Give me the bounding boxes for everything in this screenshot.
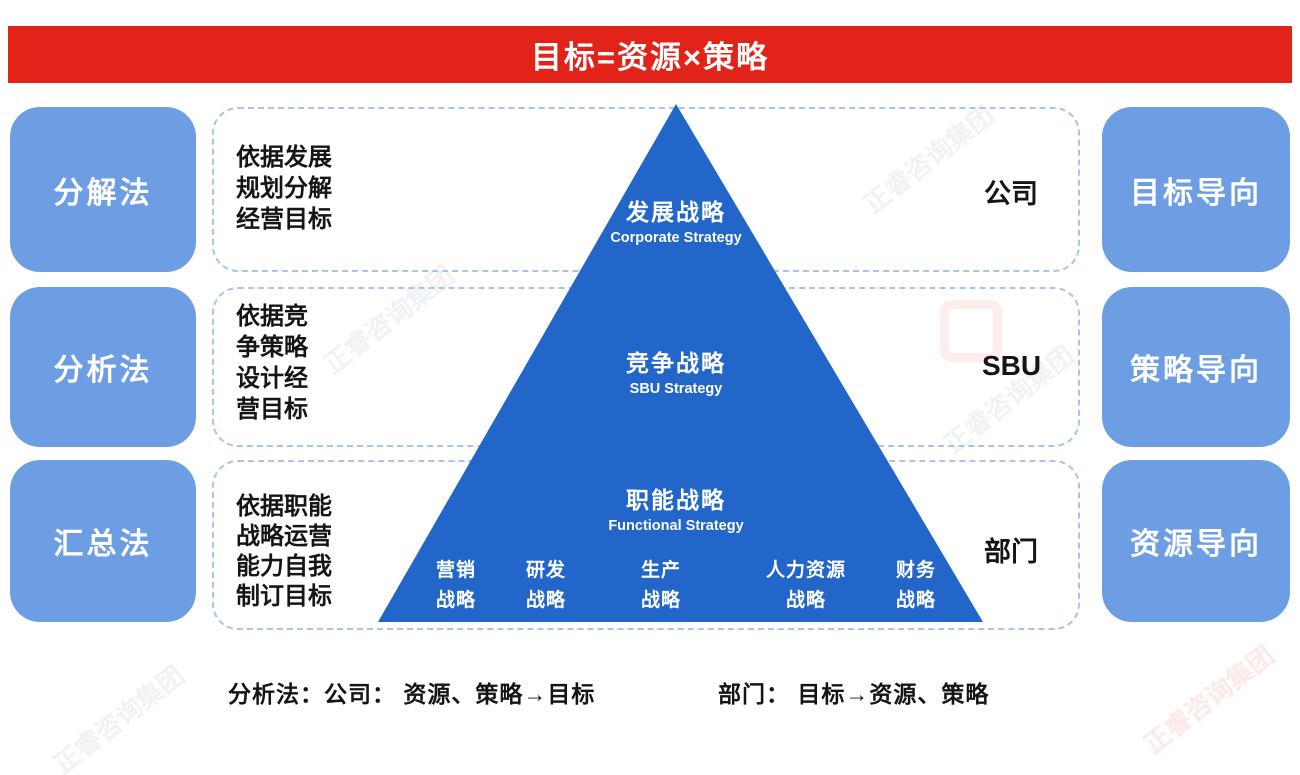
functional-item-finance: 财务 战略 [895,560,937,611]
level-note-sbu: 依据竞 争策略 设计经 营目标 [236,303,308,423]
functional-item-production: 生产 战略 [640,560,682,611]
level-note-functional: 依据职能 战略运营 能力自我 制订目标 [236,493,332,610]
orientation-label: 资源导向 [1130,528,1262,561]
method-box-analyze: 分析法 [10,287,196,447]
level-title-corporate: 发展战略 Corporate Strategy [476,199,876,248]
level-title-cn: 职能战略 [626,487,726,513]
method-box-summarize: 汇总法 [10,460,196,622]
method-label: 汇总法 [53,528,153,561]
footer-analysis-formula: 分析法：公司： 资源、策略→目标 [228,681,596,707]
banner-title: 目标=资源×策略 [530,40,770,75]
title-banner: 目标=资源×策略 [8,26,1292,83]
org-label-department: 部门 [984,537,1038,567]
orientation-box-resource: 资源导向 [1102,460,1290,622]
method-box-decompose: 分解法 [10,107,196,272]
level-title-en: SBU Strategy [629,381,723,397]
org-label-sbu: SBU [982,350,1042,381]
orientation-label: 策略导向 [1130,354,1262,387]
level-title-en: Functional Strategy [608,518,744,534]
level-title-cn: 发展战略 [626,199,726,225]
functional-item-marketing: 营销 战略 [435,560,477,611]
method-label: 分解法 [53,176,153,210]
level-title-cn: 竞争战略 [626,350,726,376]
functional-item-hr: 人力资源 战略 [765,560,847,611]
org-label-company: 公司 [984,179,1038,209]
level-title-functional: 职能战略 Functional Strategy [476,487,876,536]
orientation-label: 目标导向 [1130,176,1262,210]
level-title-sbu: 竞争战略 SBU Strategy [476,350,876,399]
orientation-box-goal: 目标导向 [1102,107,1290,272]
watermark-logo-icon [940,300,1002,362]
functional-item-rd: 研发 战略 [525,560,567,611]
footer-department-formula: 部门： 目标→资源、策略 [718,681,990,707]
level-note-corporate: 依据发展 规划分解 经营目标 [236,144,332,233]
level-title-en: Corporate Strategy [610,230,742,246]
orientation-box-strategy: 策略导向 [1102,287,1290,447]
method-label: 分析法 [53,354,153,387]
